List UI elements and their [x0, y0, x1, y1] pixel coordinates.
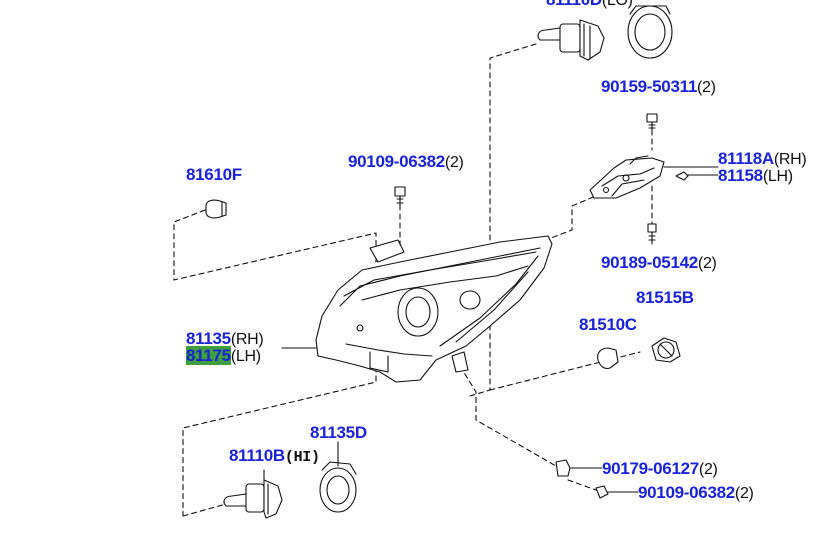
clip-icon[interactable] — [556, 460, 570, 476]
suffix-high-beam-bulb: (HI) — [284, 449, 320, 466]
qty-screw-bottom: (2) — [734, 485, 754, 502]
screw-left-icon[interactable] — [395, 187, 405, 206]
label-lamp-cover[interactable]: 81135D — [310, 424, 367, 442]
label-screw-top[interactable]: 90159-50311(2) — [601, 78, 716, 97]
label-bracket-rh[interactable]: 81118A(RH) — [718, 149, 807, 169]
part-number-clip[interactable]: 90179-06127 — [602, 459, 699, 478]
label-screw-bracket[interactable]: 90189-05142(2) — [601, 254, 717, 273]
lamp-cover-top-icon[interactable] — [628, 6, 672, 58]
part-number-bracket-lh[interactable]: 81158 — [718, 166, 763, 185]
solid-leader-lines — [264, 10, 718, 492]
part-number-high-beam-bulb[interactable]: 81110B — [229, 446, 285, 465]
part-number-screw-bracket[interactable]: 90189-05142 — [601, 253, 698, 272]
part-number-screw-top[interactable]: 90159-50311 — [601, 77, 697, 96]
qty-screw-left: (2) — [444, 154, 464, 171]
suffix-bracket-lh: (LH) — [762, 168, 793, 185]
label-bracket-lh[interactable]: 81158(LH) — [718, 167, 793, 186]
part-number-screw-left[interactable]: 90109-06382 — [348, 152, 445, 171]
part-number-lamp-rh[interactable]: 81135 — [186, 329, 231, 348]
high-beam-bulb-icon[interactable] — [224, 480, 282, 518]
bulb-socket-icon[interactable] — [652, 338, 680, 362]
part-number-lamp-lh[interactable]: 81175 — [186, 346, 231, 365]
lamp-cover-bottom-icon[interactable] — [320, 462, 356, 512]
label-lamp-lh[interactable]: 81175(LH) — [186, 346, 261, 366]
label-bulb-socket[interactable]: 81515B — [636, 289, 694, 307]
qty-clip: (2) — [698, 461, 718, 478]
label-screw-left[interactable]: 90109-06382(2) — [348, 153, 464, 172]
suffix-low-beam-bulb: (LO) — [601, 0, 633, 9]
screw-bracket-icon[interactable] — [648, 224, 656, 244]
label-screw-bottom[interactable]: 90109-06382(2) — [638, 484, 754, 503]
bracket-assembly-icon[interactable] — [590, 156, 688, 198]
suffix-lamp-lh: (LH) — [230, 348, 261, 365]
low-beam-bulb-icon[interactable] — [538, 20, 604, 60]
part-number-wedge-bulb[interactable]: 81510C — [579, 315, 637, 334]
label-clip[interactable]: 90179-06127(2) — [602, 460, 718, 479]
part-number-side-bulb[interactable]: 81610F — [186, 165, 242, 184]
part-number-bulb-socket[interactable]: 81515B — [636, 288, 694, 307]
label-high-beam-bulb[interactable]: 81110B(HI) — [229, 447, 320, 467]
part-number-lamp-cover[interactable]: 81135D — [310, 423, 367, 442]
side-bulb-icon[interactable] — [206, 200, 226, 218]
headlamp-assembly-icon[interactable] — [316, 236, 552, 382]
label-lamp-rh[interactable]: 81135(RH) — [186, 329, 264, 349]
label-wedge-bulb[interactable]: 81510C — [579, 316, 637, 334]
screw-top-icon[interactable] — [647, 114, 657, 130]
suffix-bracket-rh: (RH) — [773, 151, 807, 168]
label-side-bulb[interactable]: 81610F — [186, 166, 242, 184]
part-number-bracket-rh[interactable]: 81118A — [718, 149, 774, 168]
wedge-bulb-icon[interactable] — [598, 348, 618, 369]
qty-screw-top: (2) — [696, 79, 716, 96]
screw-bottom-icon[interactable] — [596, 486, 608, 498]
qty-screw-bracket: (2) — [697, 255, 717, 272]
part-number-low-beam-bulb[interactable]: 81110D — [546, 0, 602, 9]
label-low-beam-bulb[interactable]: 81110D(LO) — [546, 0, 633, 10]
part-number-screw-bottom[interactable]: 90109-06382 — [638, 483, 735, 502]
suffix-lamp-rh: (RH) — [230, 331, 264, 348]
